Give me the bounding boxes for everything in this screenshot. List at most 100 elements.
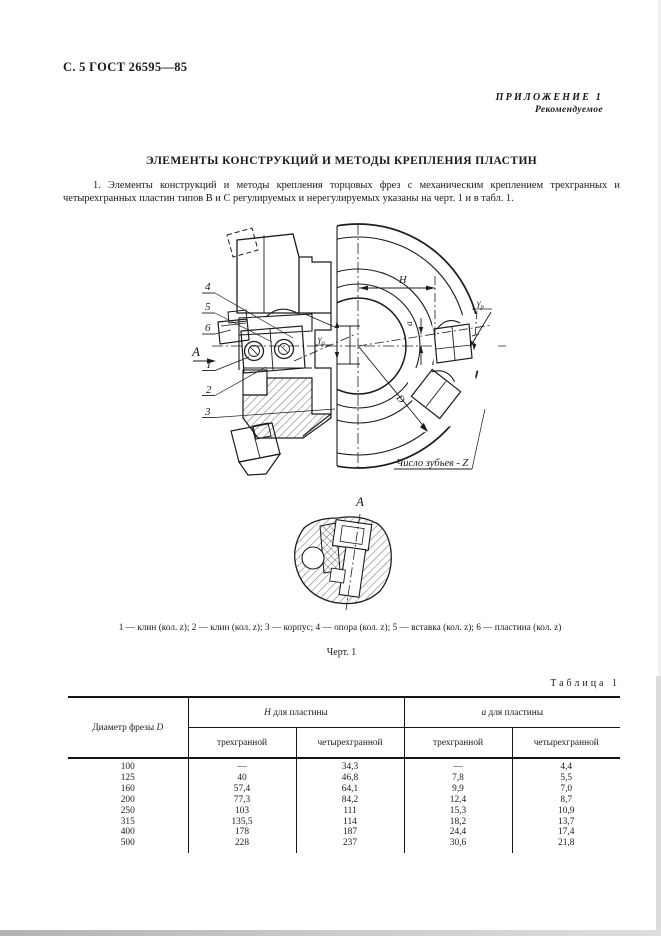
phantom-insert-outline xyxy=(226,227,259,258)
table-cell: — xyxy=(187,758,296,773)
col-header-tetrahedral: четырехгранной xyxy=(295,727,404,758)
figure-caption: 1 — клин (кол. z); 2 — клин (кол. z); 3 … xyxy=(118,623,562,633)
table-cell: 10,9 xyxy=(511,805,620,817)
section-view-a: А xyxy=(294,494,392,611)
insert-pocket xyxy=(433,320,480,364)
callout-4: 4 xyxy=(205,281,211,293)
body-paragraph: 1. Элементы конструкций и методы креплен… xyxy=(63,180,620,204)
table-head: Диаметр фрезы D Н для пластины а для пла… xyxy=(68,697,620,758)
col-header-tetrahedral: четырехгранной xyxy=(511,727,620,758)
scan-edge-corner xyxy=(656,676,661,936)
table-cell: 178 xyxy=(187,827,296,839)
table-cell: 237 xyxy=(295,838,404,854)
col-header-diameter: Диаметр фрезы D xyxy=(92,722,164,733)
table-cell: — xyxy=(403,758,512,773)
table-cell: 64,1 xyxy=(295,783,404,795)
table-cell: 4,4 xyxy=(511,758,620,773)
table-cell: 13,7 xyxy=(511,816,620,828)
appendix-block: ПРИЛОЖЕНИЕ 1 Рекомендуемое xyxy=(496,92,603,115)
dim-h: H xyxy=(359,275,436,336)
table-cell: 8,7 xyxy=(511,794,620,806)
bore-circle xyxy=(337,297,407,395)
callout-2: 2 xyxy=(206,384,212,396)
section-view-label: А xyxy=(355,494,364,509)
callout-6: 6 xyxy=(205,322,211,334)
scan-edge-right xyxy=(658,0,661,936)
table-cell: 12,4 xyxy=(403,794,512,806)
gamma-radial-label: γр xyxy=(477,298,485,311)
table-cell: 111 xyxy=(295,805,404,817)
callouts: 4 5 6 А 1 2 3 xyxy=(191,281,336,418)
table-cell: 9,9 xyxy=(403,783,512,795)
front-view: H a γр xyxy=(336,223,499,470)
col-header-trihedral: трехгранной xyxy=(403,727,512,758)
table-cell: 500 xyxy=(120,838,135,849)
callout-5: 5 xyxy=(205,301,211,313)
table-cell: 315 xyxy=(120,816,135,827)
col-group-H: Н для пластины xyxy=(187,697,404,728)
table-cell: 30,6 xyxy=(403,838,512,854)
figure-drawing: γо 4 5 6 А 1 2 3 xyxy=(191,223,506,611)
table-cell: 135,5 xyxy=(187,816,296,828)
ball-element xyxy=(301,546,325,570)
figure-number: Черт. 1 xyxy=(326,647,357,658)
table-cell: 7,0 xyxy=(511,783,620,795)
table-cell: 17,4 xyxy=(511,827,620,839)
table-cell: 77,3 xyxy=(187,794,296,806)
table-row: 100—34,3—4,4 xyxy=(68,758,620,773)
body-section-hatch xyxy=(242,377,332,439)
teeth-note-label: Число зубьев - Z xyxy=(396,458,468,469)
table-cell: 18,2 xyxy=(403,816,512,828)
dimensions-table: Диаметр фрезы D Н для пластины а для пла… xyxy=(68,696,620,854)
wedge-part xyxy=(217,318,250,345)
col-header-trihedral: трехгранной xyxy=(187,727,296,758)
page-header: С. 5 ГОСТ 26595—85 xyxy=(63,60,188,74)
table-cell: 15,3 xyxy=(403,805,512,817)
callout-1: 1 xyxy=(206,359,212,371)
table-cell: 228 xyxy=(187,838,296,854)
table-cell: 7,8 xyxy=(403,772,512,784)
table-cell: 400 xyxy=(120,827,135,838)
gamma-axial-label: γо xyxy=(318,334,326,347)
table-cell: 21,8 xyxy=(511,838,620,854)
insert-pocket xyxy=(410,368,462,420)
table-cell: 46,8 xyxy=(295,772,404,784)
appendix-title: ПРИЛОЖЕНИЕ 1 xyxy=(495,92,603,103)
table-cell: 40 xyxy=(187,772,296,784)
table-cell: 103 xyxy=(187,805,296,817)
table-cell: 57,4 xyxy=(187,783,296,795)
dim-h-label: H xyxy=(398,275,408,286)
table-cell: 200 xyxy=(120,794,135,805)
table-cell: 34,3 xyxy=(295,758,404,773)
dim-a: a xyxy=(357,318,493,365)
view-arrow-label: А xyxy=(191,344,200,359)
teeth-note: Число зубьев - Z xyxy=(394,408,486,470)
table-cell: 125 xyxy=(120,772,135,783)
table-cell: 5,5 xyxy=(511,772,620,784)
scan-edge-bottom xyxy=(0,930,661,936)
clamp-screw xyxy=(273,338,295,360)
section-title: ЭЛЕМЕНТЫ КОНСТРУКЦИЙ И МЕТОДЫ КРЕПЛЕНИЯ … xyxy=(145,155,538,167)
clamp-screw xyxy=(243,340,265,362)
table-cell: 84,2 xyxy=(295,794,404,806)
callout-3: 3 xyxy=(204,406,211,418)
table-cell: 187 xyxy=(295,827,404,839)
table-cell: 250 xyxy=(120,805,135,816)
table-cell: 24,4 xyxy=(403,827,512,839)
side-section-view: γо xyxy=(217,227,357,476)
gamma-radial: γр xyxy=(469,298,492,351)
support-plate xyxy=(238,313,313,336)
col-group-a: а для пластины xyxy=(403,697,620,728)
table-cell: 114 xyxy=(295,816,404,828)
dim-a-label: a xyxy=(405,321,415,326)
appendix-subtitle: Рекомендуемое xyxy=(535,105,603,115)
